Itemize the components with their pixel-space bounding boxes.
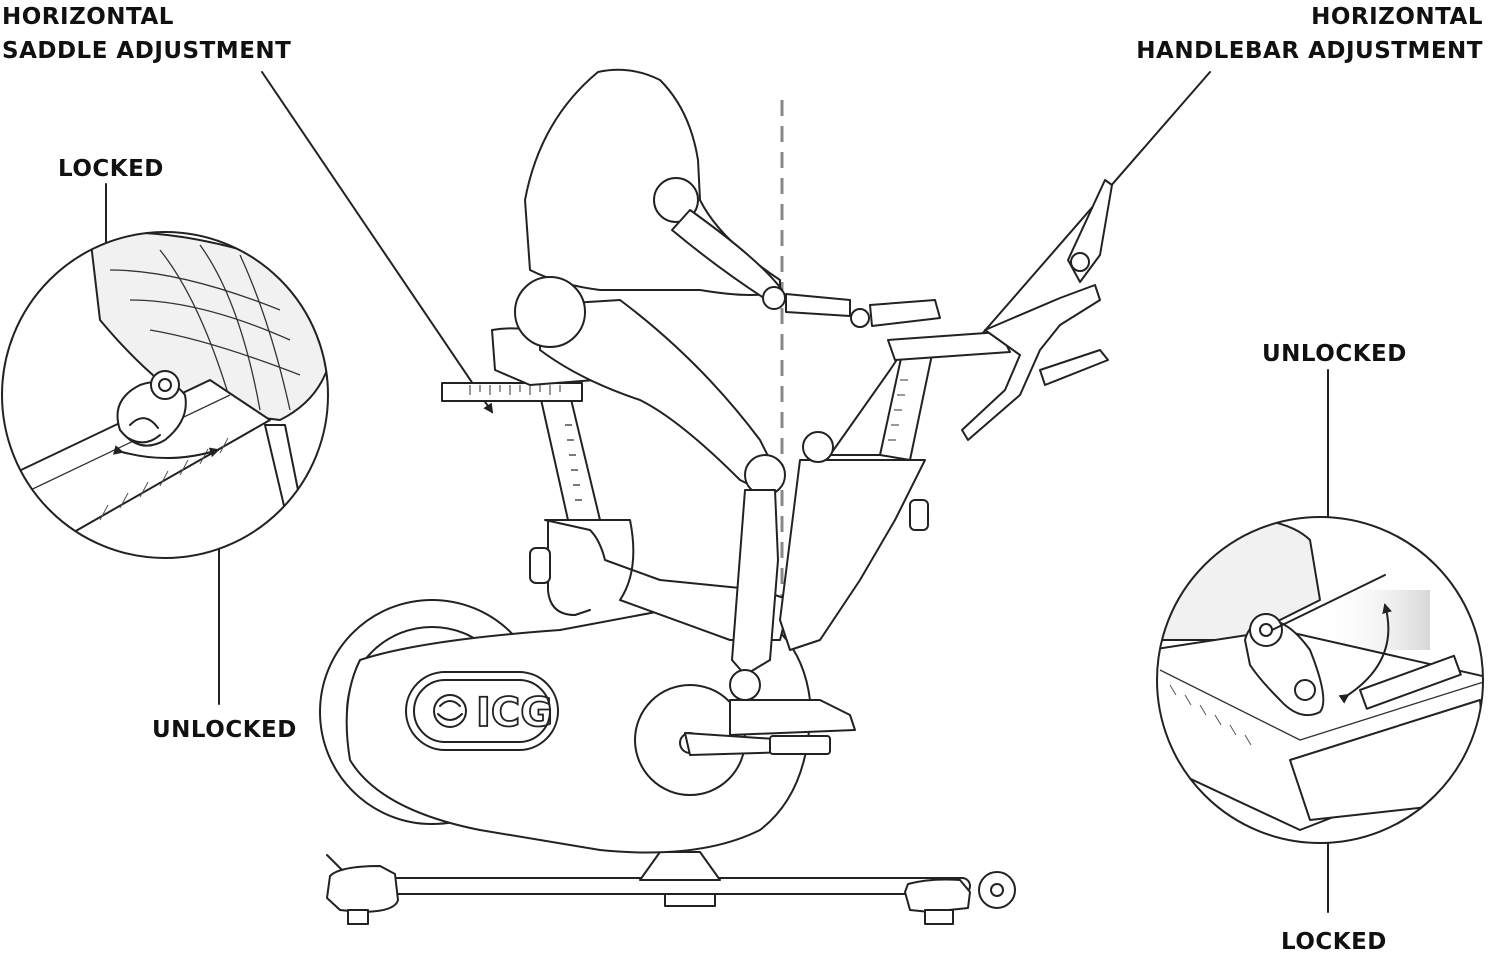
ankle-joint xyxy=(729,669,761,701)
bike-base xyxy=(326,854,1016,925)
saddle-title-line2: SADDLE ADJUSTMENT xyxy=(2,38,291,64)
left-rotation-arrow xyxy=(112,445,220,459)
saddle-slider-rail xyxy=(441,382,583,402)
left-locked-label: LOCKED xyxy=(58,156,164,182)
handlebar-lever-inset xyxy=(1156,516,1484,844)
handlebar-title-line2: HANDLEBAR ADJUSTMENT xyxy=(1136,38,1483,64)
bike-frame: ICG xyxy=(319,179,1113,881)
rider-foot xyxy=(729,699,856,736)
seat-post-scale xyxy=(565,424,582,501)
right-locked-label: LOCKED xyxy=(1281,929,1387,953)
handlebar-title-line1: HORIZONTAL xyxy=(1311,4,1483,30)
elbow-joint xyxy=(762,286,786,310)
left-unlocked-label: UNLOCKED xyxy=(152,717,297,743)
rider-shin xyxy=(731,489,779,676)
rider-figure xyxy=(514,68,941,736)
saddle-callout-arrow xyxy=(261,71,494,414)
handlebar-slider xyxy=(887,331,1011,361)
saddle-lever-inset xyxy=(1,231,329,559)
rider-forearm xyxy=(785,293,851,317)
hip-joint xyxy=(514,276,586,348)
handlebar-stem-scale xyxy=(888,379,908,441)
handlebar xyxy=(961,284,1101,441)
saddle-title-line1: HORIZONTAL xyxy=(2,4,174,30)
rider-hand xyxy=(869,299,941,327)
icg-logo-text: ICG xyxy=(476,690,553,736)
shoulder-joint xyxy=(653,177,699,223)
right-rotation-arrow xyxy=(1338,603,1392,704)
right-unlocked-label: UNLOCKED xyxy=(1262,341,1407,367)
rider-thigh xyxy=(539,299,776,491)
